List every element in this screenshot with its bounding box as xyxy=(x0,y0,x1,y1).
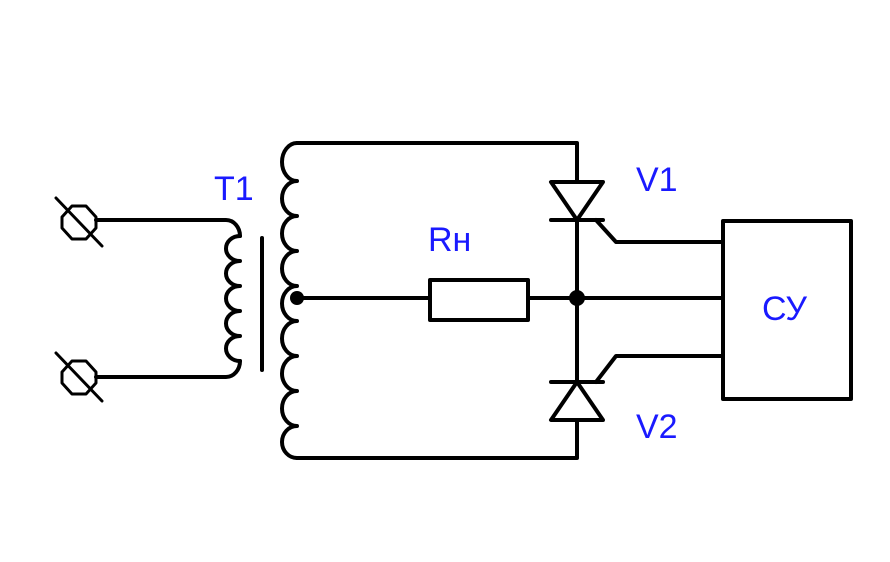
load-resistor xyxy=(428,278,530,322)
input-terminal-bottom xyxy=(54,351,104,403)
wire-bottom-rail xyxy=(295,418,579,460)
input-wire-bottom xyxy=(94,359,242,379)
label-v2: V2 xyxy=(636,408,678,446)
input-terminal-top xyxy=(54,196,104,248)
input-wire-top xyxy=(94,218,242,238)
label-v1: V1 xyxy=(636,161,678,199)
control-unit-box xyxy=(721,219,853,401)
secondary-winding xyxy=(280,141,299,460)
label-rn: Rн xyxy=(428,221,471,259)
primary-winding xyxy=(224,234,242,363)
label-t1: T1 xyxy=(214,170,254,208)
label-control-unit: СУ xyxy=(762,290,807,328)
thyristor-v2 xyxy=(549,354,725,422)
thyristor-v1 xyxy=(549,180,725,244)
wire-top-rail xyxy=(295,141,579,184)
